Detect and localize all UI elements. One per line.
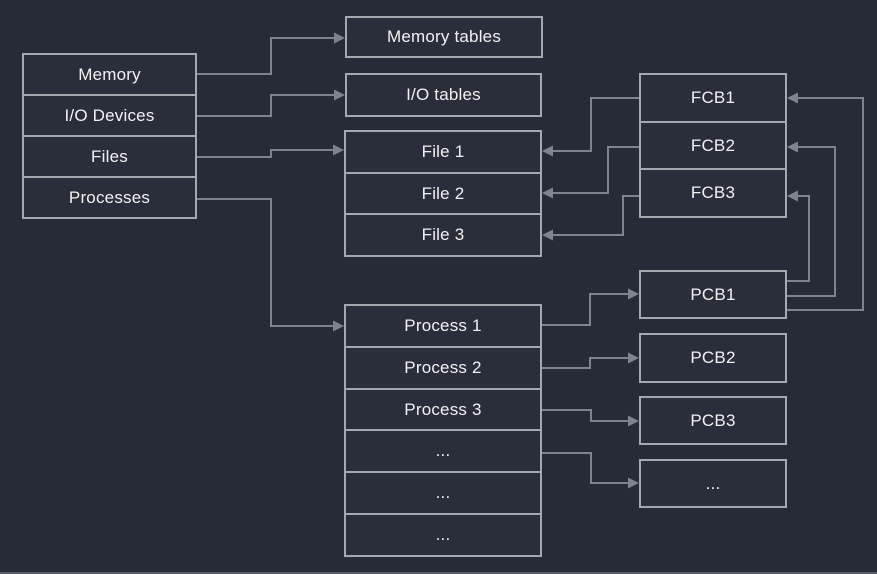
memory-tables-row-0: Memory tables bbox=[386, 27, 502, 46]
pcb2-row-0: PCB2 bbox=[690, 348, 736, 367]
arrowhead-icon bbox=[333, 320, 344, 332]
connector-line-pcb1-to-fcb3 bbox=[787, 195, 810, 282]
connector-line-fcb2-to-file2 bbox=[551, 146, 639, 194]
arrowhead-icon bbox=[542, 229, 553, 241]
file-table-row-2: File 3 bbox=[346, 213, 540, 255]
arrowhead-icon bbox=[334, 89, 345, 101]
process-table-row-3: ... bbox=[346, 429, 540, 471]
fcb-table-row-0: FCB1 bbox=[690, 87, 736, 107]
process-table-row-2: Process 3 bbox=[346, 387, 540, 430]
connector-line-fcb3-to-file3 bbox=[551, 195, 639, 236]
connector-line-fcb1-to-file1 bbox=[551, 97, 639, 152]
process-table-row-4: ... bbox=[346, 471, 540, 513]
arrowhead-icon bbox=[787, 92, 798, 104]
arrowhead-icon bbox=[628, 352, 639, 364]
connector-line-process1-to-pcb1 bbox=[542, 293, 630, 326]
arrowhead-icon bbox=[334, 32, 345, 44]
connector-line-files-to-file1 bbox=[197, 149, 335, 158]
fcb-table-row-2: FCB3 bbox=[641, 168, 785, 216]
process-table-row-0: Process 1 bbox=[404, 315, 482, 335]
os-table-row-3: Processes bbox=[24, 176, 195, 217]
file-table-row-1: File 2 bbox=[346, 171, 540, 214]
connector-line-io-to-io-tables bbox=[197, 94, 336, 117]
connector-line-process4-to-pcb-etc bbox=[542, 452, 630, 484]
arrowhead-icon bbox=[787, 141, 798, 153]
arrowhead-icon bbox=[628, 415, 639, 427]
connector-line-processes-to-process1 bbox=[197, 198, 335, 327]
io-tables-row-0: I/O tables bbox=[406, 85, 481, 104]
os-table-row-1: I/O Devices bbox=[24, 94, 195, 135]
io-tables: I/O tables bbox=[345, 73, 542, 117]
pcb1-row-0: PCB1 bbox=[690, 284, 736, 304]
connector-line-memory-to-memory-tables bbox=[197, 37, 336, 75]
connector-line-pcb1-to-fcb1 bbox=[787, 97, 864, 311]
process-table-row-5: ... bbox=[346, 513, 540, 555]
os-table-row-0: Memory bbox=[78, 64, 141, 84]
pcb-etc-row-0: ... bbox=[705, 473, 721, 493]
arrowhead-icon bbox=[542, 145, 553, 157]
arrowhead-icon bbox=[787, 190, 798, 202]
pcb3: PCB3 bbox=[639, 396, 787, 445]
pcb1: PCB1 bbox=[639, 270, 787, 319]
os-table-row-2: Files bbox=[24, 135, 195, 176]
file-table-row-0: File 1 bbox=[421, 141, 465, 161]
pcb3-row-0: PCB3 bbox=[690, 410, 736, 430]
connector-line-process2-to-pcb2 bbox=[542, 357, 630, 369]
pcb-etc: ... bbox=[639, 459, 787, 508]
fcb-table-row-1: FCB2 bbox=[641, 120, 785, 169]
connector-line-pcb1-to-fcb2 bbox=[787, 146, 836, 297]
window-bottom-edge bbox=[0, 572, 877, 574]
arrowhead-icon bbox=[628, 288, 639, 300]
pcb2: PCB2 bbox=[639, 333, 787, 383]
memory-tables: Memory tables bbox=[345, 16, 543, 58]
connector-line-process3-to-pcb3 bbox=[542, 409, 630, 422]
arrowhead-icon bbox=[542, 187, 553, 199]
process-table-row-1: Process 2 bbox=[346, 345, 540, 388]
arrowhead-icon bbox=[333, 144, 344, 156]
arrowhead-icon bbox=[628, 477, 639, 489]
